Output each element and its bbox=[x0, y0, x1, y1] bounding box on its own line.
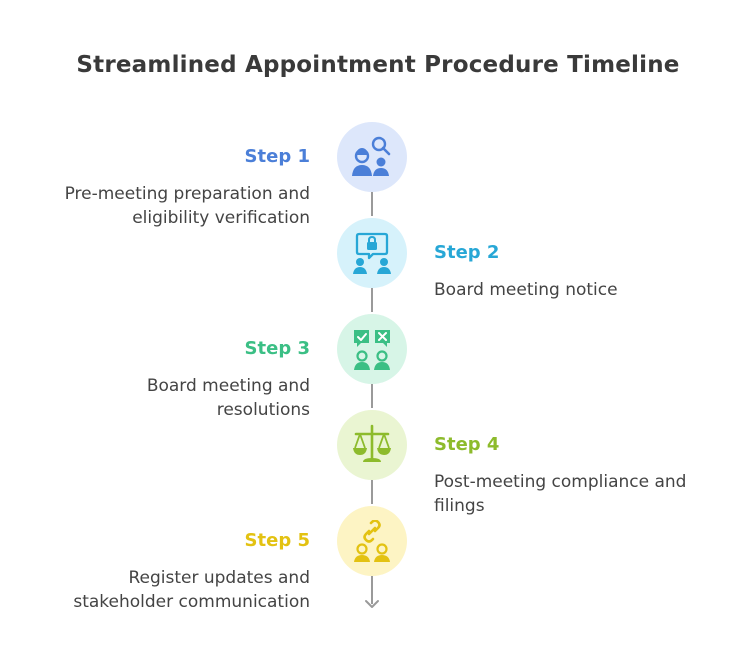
step-1-description: Pre-meeting preparation and eligibility … bbox=[64, 184, 310, 228]
step-2-node bbox=[337, 218, 407, 288]
user-search-icon bbox=[352, 136, 391, 176]
locked-message-icon bbox=[353, 232, 391, 274]
connector-line bbox=[371, 192, 373, 216]
connector-line bbox=[371, 288, 373, 312]
connector-line bbox=[371, 480, 373, 504]
step-4-description: Post-meeting compliance and filings bbox=[434, 472, 687, 516]
balance-scale-icon bbox=[353, 424, 391, 462]
connector-line bbox=[371, 576, 373, 604]
step-4-label: Step 4 bbox=[434, 434, 500, 455]
step-5-node bbox=[337, 506, 407, 576]
vote-icon bbox=[354, 330, 390, 370]
step-4-node bbox=[337, 410, 407, 480]
diagram-title: Streamlined Appointment Procedure Timeli… bbox=[76, 52, 680, 78]
connector-line bbox=[371, 384, 373, 408]
step-2-description: Board meeting notice bbox=[434, 280, 618, 300]
step-5-label: Step 5 bbox=[244, 530, 310, 551]
step-2-label: Step 2 bbox=[434, 242, 500, 263]
step-1-node bbox=[337, 122, 407, 192]
step-5-description: Register updates and stakeholder communi… bbox=[73, 568, 310, 612]
step-3-description: Board meeting and resolutions bbox=[146, 376, 310, 420]
step-3-node bbox=[337, 314, 407, 384]
arrow-down-icon bbox=[365, 600, 379, 608]
step-3-label: Step 3 bbox=[244, 338, 310, 359]
link-people-icon bbox=[354, 520, 390, 562]
step-1-label: Step 1 bbox=[244, 146, 310, 167]
